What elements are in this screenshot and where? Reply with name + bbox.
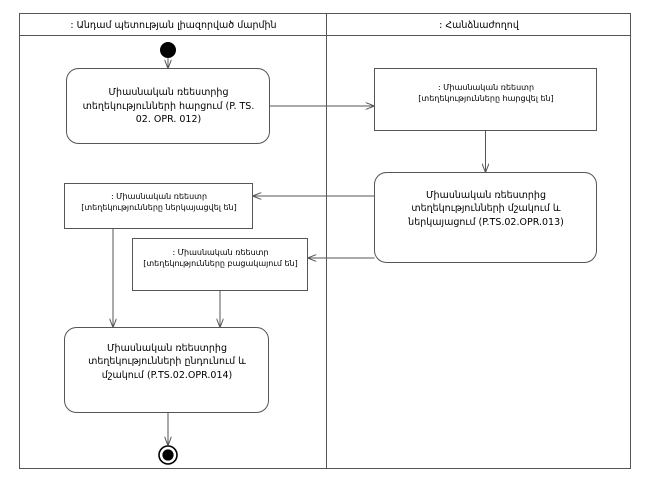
lane-header-commission: : Հանձնաժողով	[327, 14, 631, 36]
activity-process-present-shape	[374, 172, 597, 263]
lane-title-text: : Հանձնաժողով	[439, 19, 519, 31]
activity-request-shape	[66, 68, 270, 144]
initial-node	[160, 42, 176, 58]
lane-header-member-state: : Անդամ պետության լիազորված մարմին	[20, 14, 327, 36]
object-absent-shape	[132, 238, 308, 291]
activity-receive-shape	[64, 327, 269, 413]
object-requested-shape	[374, 68, 597, 131]
object-presented-shape	[64, 183, 253, 229]
lane-title-text: : Անդամ պետության լիազորված մարմին	[70, 19, 277, 31]
final-node	[158, 445, 178, 465]
